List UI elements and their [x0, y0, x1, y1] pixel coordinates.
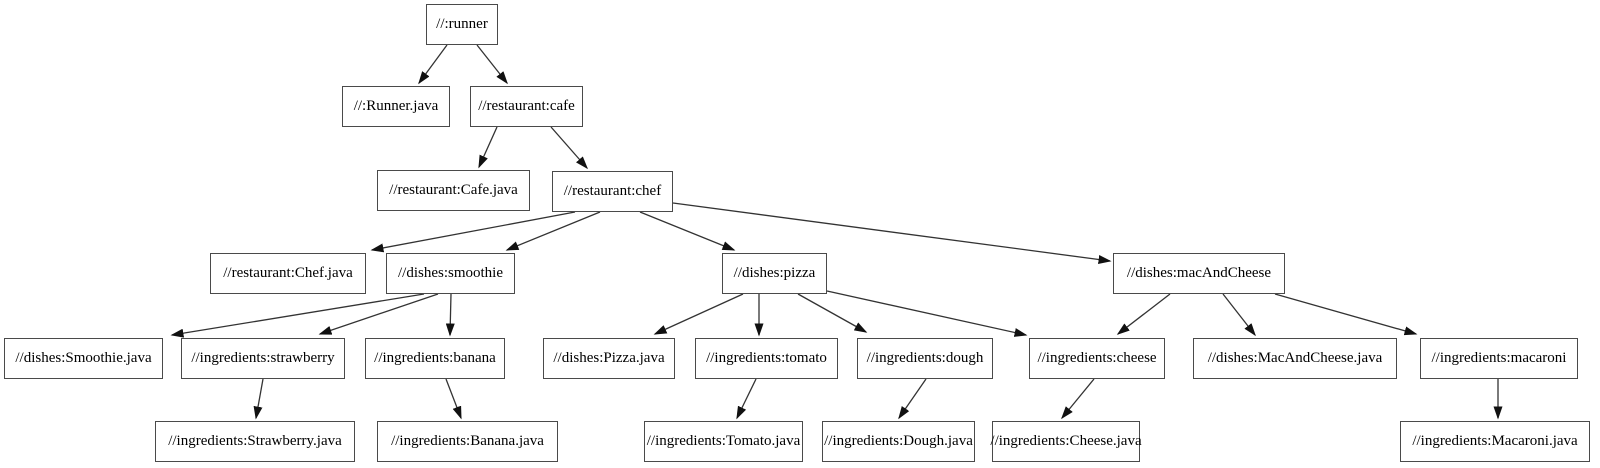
edge-cafe-to-chef: [550, 126, 588, 170]
edge-chef-to-pizza: [639, 211, 736, 251]
node-macaroni: //ingredients:macaroni: [1420, 338, 1578, 379]
node-runner-java: //:Runner.java: [342, 86, 450, 127]
node-strawberry-java: //ingredients:Strawberry.java: [155, 421, 355, 462]
node-smoothie: //dishes:smoothie: [386, 253, 515, 294]
edge-mac-and-cheese-to-mac-and-cheese-java: [1222, 293, 1256, 337]
node-dough: //ingredients:dough: [857, 338, 993, 379]
node-pizza-java: //dishes:Pizza.java: [543, 338, 675, 379]
edge-smoothie-to-banana: [445, 293, 455, 337]
edge-cheese-to-cheese-java: [1061, 378, 1095, 420]
edge-mac-and-cheese-to-cheese: [1116, 293, 1171, 335]
node-pizza: //dishes:pizza: [722, 253, 827, 294]
node-smoothie-java: //dishes:Smoothie.java: [4, 338, 163, 379]
node-banana-java: //ingredients:Banana.java: [377, 421, 558, 462]
edge-pizza-to-pizza-java: [653, 293, 744, 335]
edge-chef-to-chef-java: [370, 211, 576, 253]
node-cafe: //restaurant:cafe: [470, 86, 583, 127]
node-mac-and-cheese: //dishes:macAndCheese: [1113, 253, 1285, 294]
node-cafe-java: //restaurant:Cafe.java: [377, 170, 530, 211]
node-chef: //restaurant:chef: [552, 171, 673, 212]
edge-chef-to-smoothie: [505, 211, 601, 251]
node-cheese-java: //ingredients:Cheese.java: [990, 421, 1142, 462]
node-tomato: //ingredients:tomato: [695, 338, 838, 379]
node-strawberry: //ingredients:strawberry: [181, 338, 345, 379]
node-macaroni-java: //ingredients:Macaroni.java: [1400, 421, 1590, 462]
node-cheese: //ingredients:cheese: [1029, 338, 1165, 379]
node-banana: //ingredients:banana: [365, 338, 505, 379]
edge-tomato-to-tomato-java: [736, 378, 757, 420]
node-tomato-java: //ingredients:Tomato.java: [644, 421, 803, 462]
edge-smoothie-to-strawberry: [318, 293, 439, 335]
edge-dough-to-dough-java: [898, 378, 927, 420]
node-dough-java: //ingredients:Dough.java: [822, 421, 975, 462]
node-runner: //:runner: [426, 4, 498, 45]
edge-runner-to-runner-java: [418, 44, 448, 85]
edge-runner-to-cafe: [476, 44, 508, 85]
edge-cafe-to-cafe-java: [478, 126, 498, 169]
edge-smoothie-to-smoothie-java: [170, 293, 425, 338]
node-chef-java: //restaurant:Chef.java: [210, 253, 366, 294]
node-mac-and-cheese-java: //dishes:MacAndCheese.java: [1193, 338, 1397, 379]
edge-strawberry-to-strawberry-java: [253, 378, 264, 420]
edge-pizza-to-dough: [797, 293, 868, 333]
edge-mac-and-cheese-to-macaroni: [1274, 293, 1418, 336]
edge-banana-to-banana-java: [445, 378, 462, 420]
edge-chef-to-mac-and-cheese: [672, 202, 1112, 264]
edge-pizza-to-cheese: [826, 290, 1028, 337]
